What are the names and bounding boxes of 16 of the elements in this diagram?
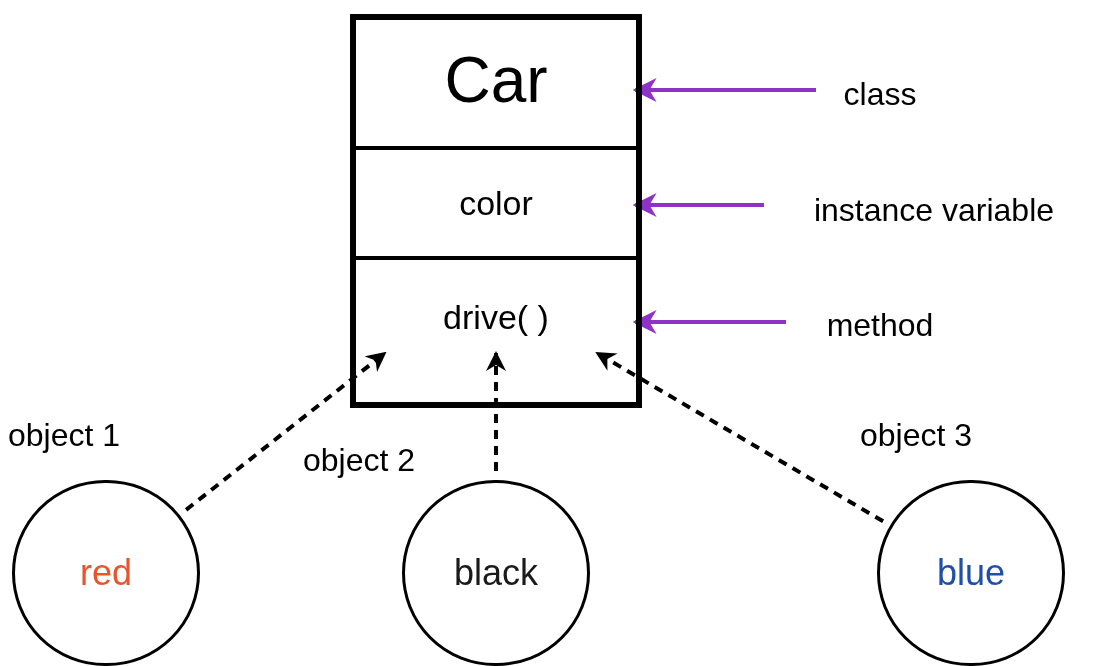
annotation-label: method <box>800 303 960 347</box>
object-label: object 2 <box>303 441 416 480</box>
annotation-label: instance variable <box>778 188 1090 232</box>
object-label: object 1 <box>8 416 121 455</box>
dashed-arrow <box>595 351 885 523</box>
dashed-arrow <box>486 351 506 471</box>
arrow <box>632 193 764 217</box>
annotation-label: class <box>830 72 930 116</box>
arrow <box>632 310 786 334</box>
object-label: object 3 <box>860 416 973 455</box>
attribute-compartment: color <box>350 150 642 260</box>
class-name-compartment: Car <box>350 14 642 150</box>
dashed-arrow <box>184 351 387 512</box>
method-compartment: drive( ) <box>350 260 642 408</box>
class-box <box>350 14 642 408</box>
arrow <box>632 78 816 102</box>
